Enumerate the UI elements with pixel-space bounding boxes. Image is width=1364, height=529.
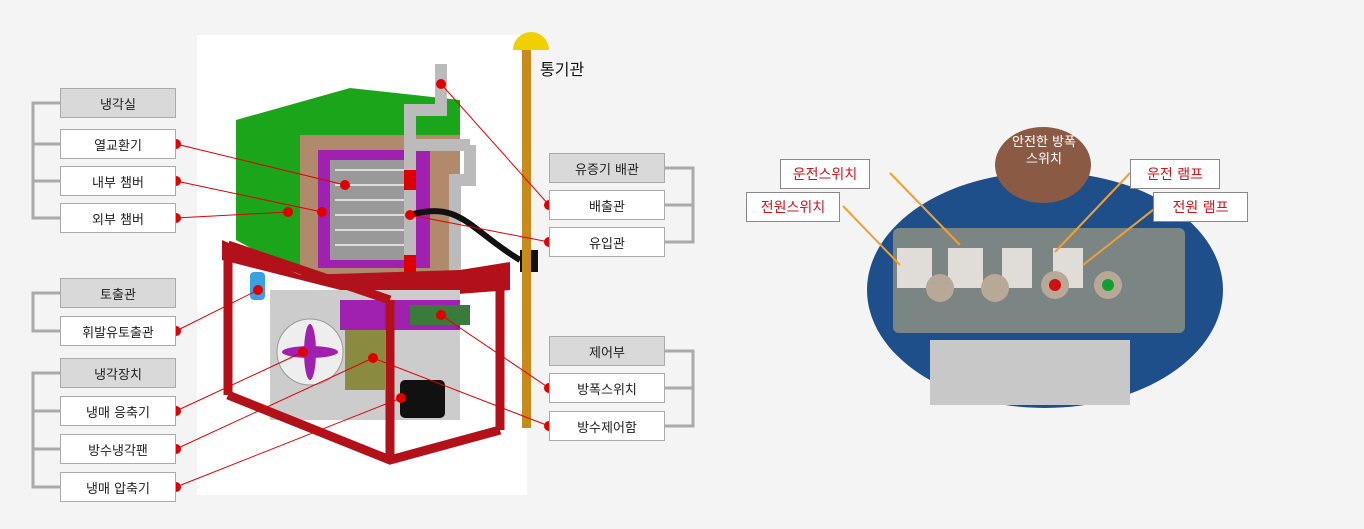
explosion-proof-switch-photo: [842, 127, 1223, 408]
label-explosion-proof-switch: 방폭스위치: [549, 373, 665, 403]
label-outer-chamber: 외부 챔버: [60, 203, 176, 233]
label-inner-chamber: 내부 챔버: [60, 166, 176, 196]
label-heat-exchanger: 열교환기: [60, 129, 176, 159]
label-waterproof-fan: 방수냉각팬: [60, 434, 176, 464]
label-power-switch: 전원스위치: [746, 192, 840, 222]
right-brackets: [665, 166, 695, 428]
label-compressor: 냉매 압축기: [60, 472, 176, 502]
machine-illustration: [222, 32, 549, 465]
group-header-vapor-piping: 유증기 배관: [549, 153, 665, 183]
photo-title: 안전한 방폭 스위치: [1012, 135, 1076, 167]
label-waterproof-control-box: 방수제어함: [549, 411, 665, 441]
label-exhaust-pipe: 배출관: [549, 190, 665, 220]
group-header-cooling-room: 냉각실: [60, 88, 176, 118]
vent-pipe-label: 통기관: [540, 60, 585, 79]
group-header-discharge-pipe: 토출관: [60, 278, 176, 308]
group-header-control: 제어부: [549, 336, 665, 366]
label-condenser: 냉매 응축기: [60, 396, 176, 426]
leader-lines: [175, 83, 550, 488]
label-inlet-pipe: 유입관: [549, 227, 665, 257]
label-power-lamp: 전원 램프: [1153, 192, 1248, 222]
label-run-switch: 운전스위치: [780, 159, 870, 189]
left-brackets: [31, 101, 60, 489]
group-header-cooling-unit: 냉각장치: [60, 358, 176, 388]
label-gasoline-discharge-pipe: 휘발유토출관: [60, 316, 176, 346]
label-run-lamp: 운전 램프: [1130, 159, 1220, 189]
